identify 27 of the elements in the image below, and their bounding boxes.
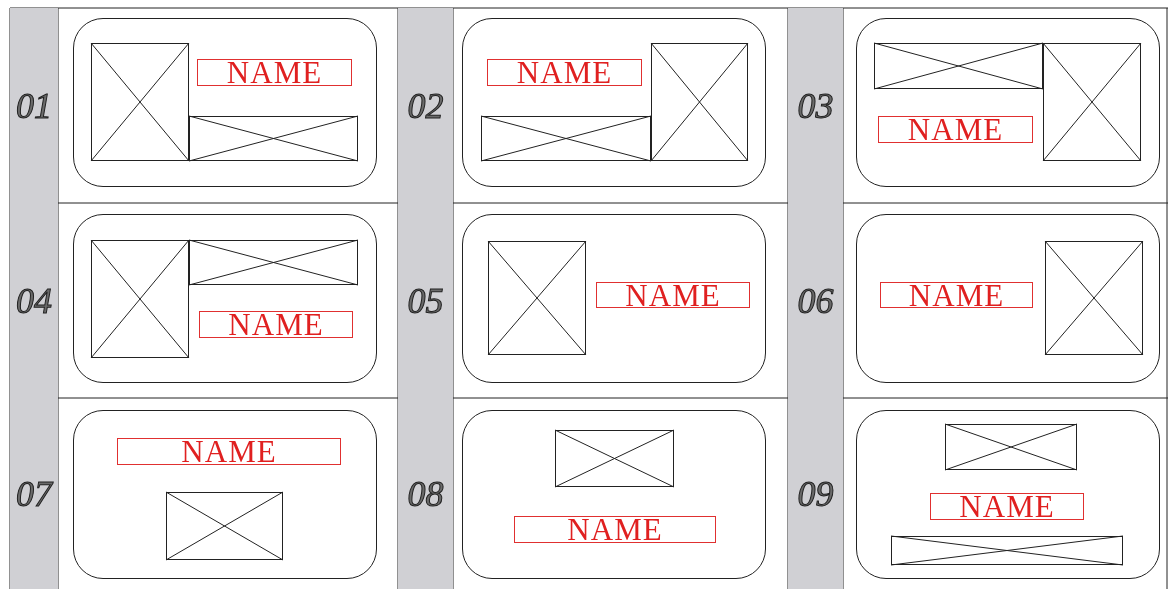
name-text: NAME [514, 516, 716, 543]
row-number: 01 [10, 8, 58, 203]
row-number: 07 [10, 398, 58, 589]
layout-card [73, 18, 377, 187]
layout-card [462, 410, 766, 579]
row-number: 02 [398, 8, 453, 203]
layout-card [856, 410, 1160, 579]
row-number: 09 [788, 398, 843, 589]
layout-card [856, 214, 1160, 383]
name-text: NAME [880, 282, 1033, 308]
name-text: NAME [596, 282, 750, 308]
layout-card [462, 18, 766, 187]
row-number: 05 [398, 203, 453, 398]
name-text: NAME [878, 116, 1033, 143]
name-text: NAME [199, 311, 353, 338]
name-text: NAME [117, 438, 341, 465]
name-text: NAME [930, 493, 1084, 520]
layout-card [73, 410, 377, 579]
row-number: 08 [398, 398, 453, 589]
layout-card [73, 214, 377, 383]
row-number: 06 [788, 203, 843, 398]
row-number: 03 [788, 8, 843, 203]
layout-card [462, 214, 766, 383]
name-text: NAME [487, 59, 642, 86]
row-number: 04 [10, 203, 58, 398]
name-text: NAME [197, 59, 352, 86]
layout-card [856, 18, 1160, 187]
